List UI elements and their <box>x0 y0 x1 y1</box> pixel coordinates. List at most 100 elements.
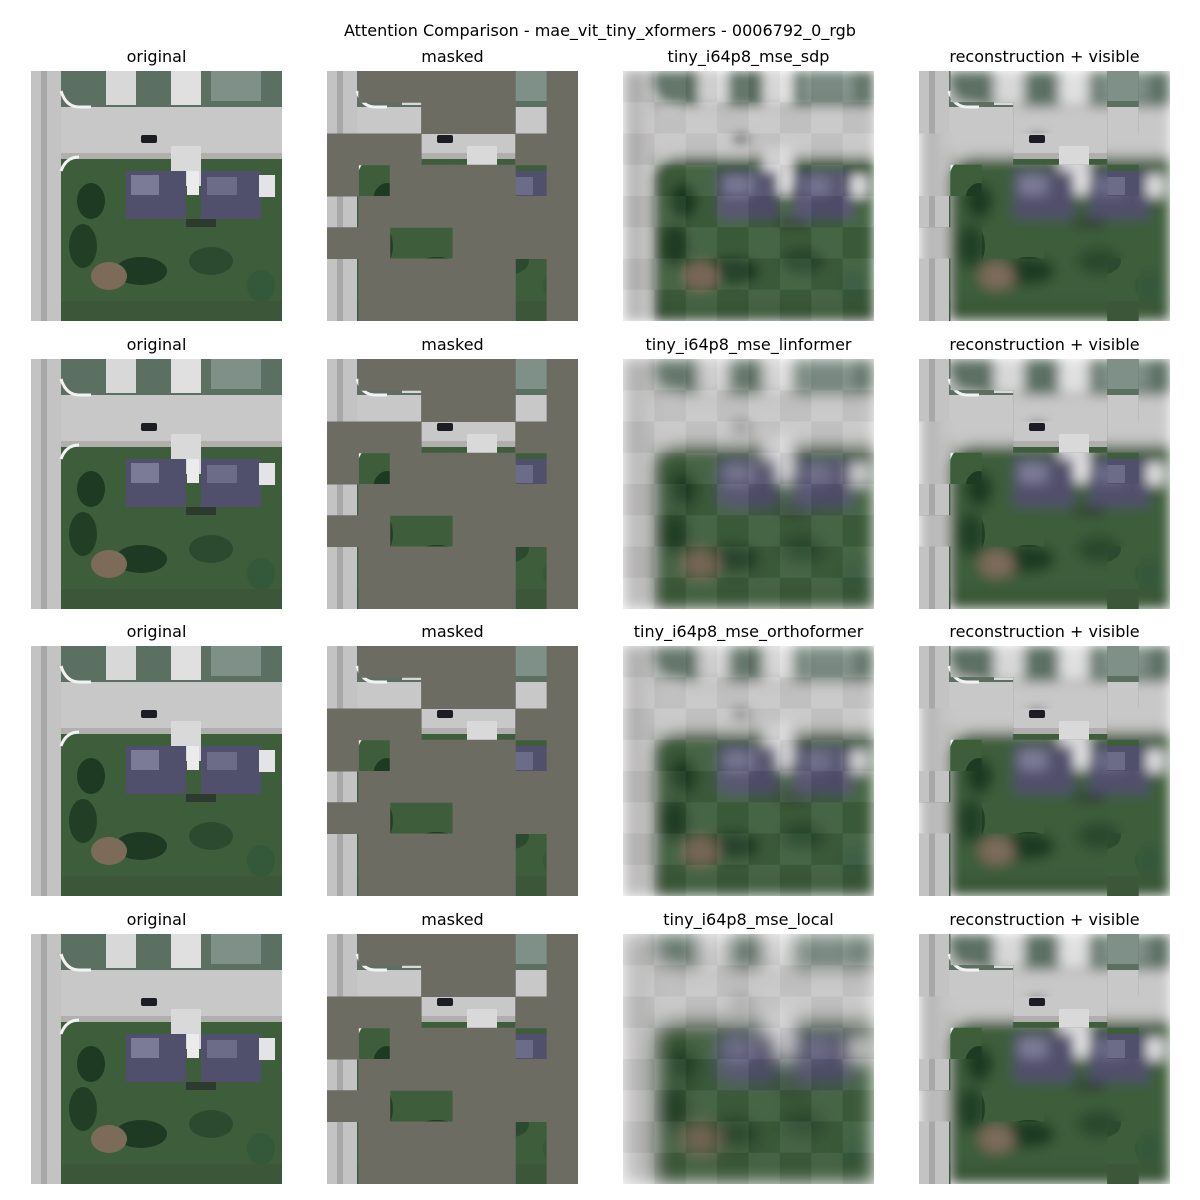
mask-patch <box>483 359 516 391</box>
mask-patch <box>421 739 453 772</box>
mask-patch <box>358 484 391 516</box>
mask-patch <box>483 390 516 422</box>
mask-patch <box>546 1059 578 1091</box>
mask-patch <box>546 515 578 547</box>
mask-patch <box>452 359 485 391</box>
recon-image <box>623 934 874 1184</box>
mask-patch <box>546 864 578 896</box>
mask-patch <box>389 1027 422 1060</box>
panel-title: masked <box>421 910 484 929</box>
mask-patch <box>452 934 485 966</box>
mask-patch <box>327 996 359 1029</box>
mask-patch <box>515 196 548 228</box>
mask-patch <box>421 771 453 803</box>
mask-patch <box>546 1090 578 1122</box>
mask-patch <box>358 421 391 454</box>
mask-patch <box>389 133 422 166</box>
mask-patch <box>452 771 485 803</box>
mask-patch <box>389 739 422 772</box>
mask-patch <box>483 934 516 966</box>
mask-patch <box>421 359 453 391</box>
mask-patch <box>452 1059 485 1091</box>
mask-patch <box>358 1121 391 1154</box>
panel-title: masked <box>421 47 484 66</box>
mask-patch <box>421 577 453 609</box>
mask-patch <box>546 484 578 516</box>
mask-patch <box>327 739 359 772</box>
mask-patch <box>515 1090 548 1122</box>
mask-patch <box>421 196 453 228</box>
mask-patch <box>452 515 485 547</box>
panel-title: tiny_i64p8_mse_orthoformer <box>633 622 864 641</box>
mask-patch <box>421 289 453 321</box>
panel-title: original <box>126 47 187 66</box>
mask-patch <box>389 421 422 454</box>
mask-patch <box>515 227 548 259</box>
mask-patch <box>358 196 391 228</box>
panel-title: original <box>126 622 187 641</box>
figure-title: Attention Comparison - mae_vit_tiny_xfor… <box>344 21 856 40</box>
mask-patch <box>327 227 359 259</box>
mask-patch <box>389 1152 422 1184</box>
mask-patch <box>358 546 391 579</box>
mask-patch <box>421 484 453 516</box>
mask-patch <box>358 833 391 866</box>
mask-patch <box>421 965 453 997</box>
mask-patch <box>452 646 485 678</box>
mask-patch <box>546 452 578 485</box>
mask-patch <box>546 934 578 966</box>
mask-patch <box>358 133 391 166</box>
mask-patch <box>327 1027 359 1060</box>
mask-patch <box>483 646 516 678</box>
mask-patch <box>483 71 516 103</box>
mask-patch <box>358 646 391 678</box>
panel-title: original <box>126 335 187 354</box>
mask-patch <box>546 102 578 134</box>
mask-patch <box>546 708 578 741</box>
mask-patch <box>483 484 516 516</box>
mask-patch <box>515 133 548 166</box>
mask-patch <box>358 708 391 741</box>
mask-patch <box>358 359 391 391</box>
mask-patch <box>515 708 548 741</box>
masked-image <box>327 71 578 321</box>
mask-patch <box>421 390 453 422</box>
mask-patch <box>421 1027 453 1060</box>
masked-image <box>327 359 578 609</box>
mask-patch <box>358 1059 391 1091</box>
mask-patch <box>421 164 453 197</box>
mask-patch <box>546 577 578 609</box>
mask-patch <box>358 258 391 291</box>
mask-patch <box>546 227 578 259</box>
mask-patch <box>546 164 578 197</box>
mask-patch <box>327 708 359 741</box>
mask-patch <box>452 289 485 321</box>
mask-patch <box>452 802 485 834</box>
mask-patch <box>483 258 516 291</box>
mask-patch <box>483 289 516 321</box>
mask-patch <box>452 546 485 579</box>
mask-patch <box>389 934 422 966</box>
recon_visible-image <box>919 646 1170 896</box>
mask-patch <box>452 1152 485 1184</box>
mask-patch <box>546 546 578 579</box>
mask-patch <box>327 515 359 547</box>
mask-patch <box>452 71 485 103</box>
mask-patch <box>546 390 578 422</box>
mask-patch <box>515 484 548 516</box>
mask-patch <box>546 739 578 772</box>
mask-patch <box>546 646 578 678</box>
mask-patch <box>515 515 548 547</box>
mask-patch <box>483 196 516 228</box>
panel-title: tiny_i64p8_mse_local <box>663 910 834 929</box>
mask-patch <box>483 452 516 485</box>
recon-image <box>623 646 874 896</box>
mask-patch <box>327 1090 359 1122</box>
mask-patch <box>546 833 578 866</box>
original-image <box>31 359 282 609</box>
mask-patch <box>358 864 391 896</box>
mask-patch <box>483 546 516 579</box>
mask-patch <box>389 646 422 678</box>
mask-patch <box>389 1121 422 1154</box>
mask-patch <box>546 196 578 228</box>
